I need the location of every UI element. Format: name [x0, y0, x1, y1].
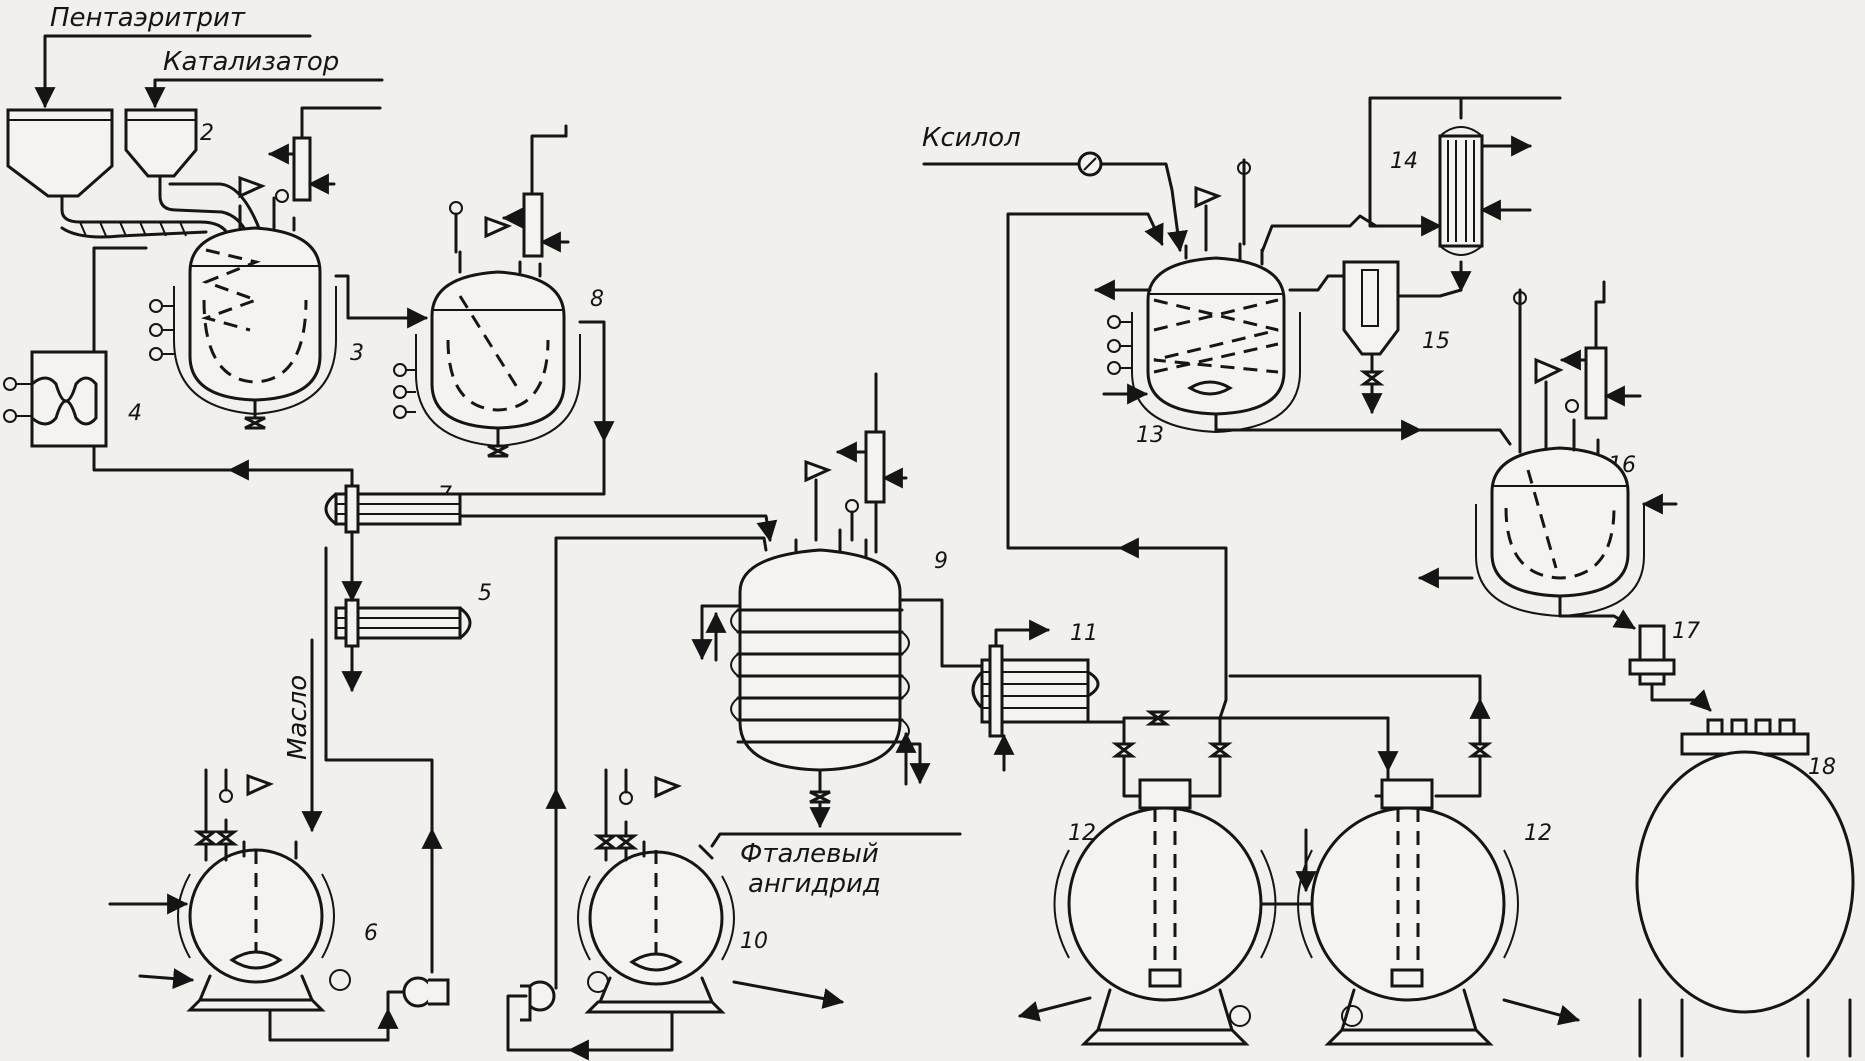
catalyst-feed-line — [144, 78, 384, 109]
label-catalyst: Катализатор — [163, 47, 339, 77]
line-9-to-11 — [900, 598, 984, 668]
number-14: 14 — [1390, 149, 1418, 174]
number-18: 18 — [1808, 755, 1836, 780]
receiver-12-right — [1297, 778, 1581, 1046]
label-oil: Масло — [283, 675, 313, 760]
vent-valve-16 — [1534, 357, 1564, 438]
number-9: 9 — [934, 549, 948, 574]
condenser-14 — [1368, 96, 1562, 293]
label-phthalic-2: ангидрид — [748, 869, 881, 899]
reactor-3 — [149, 196, 337, 430]
number-11: 11 — [1070, 621, 1098, 646]
label-xylene: Ксилол — [922, 123, 1021, 153]
hopper-2 — [124, 108, 198, 178]
line-7-to-9 — [458, 514, 778, 543]
pentaerythritol-feed-line — [34, 34, 312, 109]
storage-tank-18 — [1635, 718, 1855, 1058]
number-5: 5 — [478, 581, 492, 606]
tank-6 — [108, 768, 351, 1012]
line-10-to-9 — [545, 536, 768, 990]
tank-10 — [577, 768, 962, 1014]
label-pentaerythritol: Пентаэритрит — [50, 3, 246, 33]
filter-17 — [1628, 624, 1712, 712]
heater-4 — [3, 246, 148, 448]
vent-valve-8 — [484, 215, 512, 239]
line-receivers-to-13 — [1006, 212, 1228, 720]
number-4: 4 — [128, 401, 142, 426]
number-15: 15 — [1422, 329, 1450, 354]
vent-valve-9 — [804, 459, 832, 542]
separator-15 — [1342, 260, 1463, 415]
reactor-16 — [1417, 418, 1678, 630]
condenser-16 — [1559, 280, 1642, 420]
condenser-3 — [267, 106, 382, 203]
pump-6 — [268, 976, 450, 1042]
number-17: 17 — [1672, 619, 1700, 644]
number-3: 3 — [350, 341, 364, 366]
vent-valve-13 — [1194, 185, 1222, 252]
number-6: 6 — [364, 921, 378, 946]
vent-valve-3 — [238, 175, 266, 199]
line-8-to-7 — [458, 320, 615, 496]
thermometer-16 — [1513, 288, 1527, 454]
reactor-13 — [1093, 242, 1301, 434]
condenser-8 — [501, 124, 570, 258]
heat-exchanger-7 — [324, 468, 462, 534]
hopper-1 — [6, 108, 114, 198]
receivers-connection — [1259, 828, 1317, 906]
number-10: 10 — [740, 929, 768, 954]
line-11-to-receivers — [1086, 674, 1493, 798]
xylene-feed-line — [922, 151, 1188, 253]
number-12b: 12 — [1524, 821, 1552, 846]
label-phthalic-1: Фталевый — [740, 839, 879, 869]
heat-exchanger-5 — [324, 530, 472, 974]
reactor-8 — [393, 250, 581, 458]
number-13: 13 — [1136, 423, 1164, 448]
heat-exchanger-11 — [971, 619, 1100, 772]
line-7-to-4 — [92, 444, 354, 481]
condenser-9 — [835, 372, 908, 554]
pump-10 — [506, 980, 674, 1061]
line-13-to-condenser — [1260, 214, 1443, 292]
number-2: 2 — [200, 121, 214, 146]
line-3-to-8 — [334, 274, 429, 329]
reactor-9 — [691, 528, 931, 829]
line-13-to-16 — [1214, 419, 1512, 446]
receiver-12-left — [1017, 778, 1277, 1046]
thermometer-13 — [1237, 158, 1251, 246]
number-8: 8 — [590, 287, 604, 312]
thermometer-8 — [449, 201, 463, 254]
